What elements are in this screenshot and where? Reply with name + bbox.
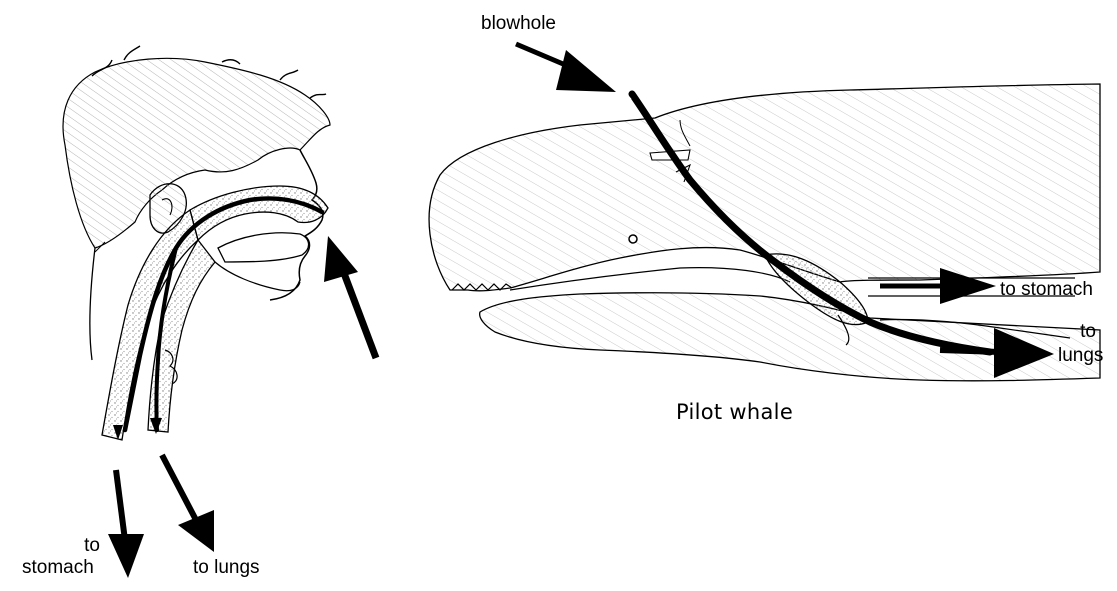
human-face-profile <box>270 150 323 300</box>
whale-stomach-label: to stomach <box>1000 280 1093 300</box>
human-mouth-cavity <box>218 233 309 262</box>
whale-lungs-label-line2: lungs <box>1058 346 1103 366</box>
human-inhale-arrow <box>324 236 376 358</box>
whale-title: Pilot whale <box>676 402 793 422</box>
blowhole-label: blowhole <box>481 14 556 34</box>
whale-lungs-label-line1: to <box>1056 322 1096 342</box>
human-head-drawing <box>63 46 330 440</box>
human-stomach-label-line2: stomach <box>22 558 94 578</box>
whale-eye <box>629 235 637 243</box>
human-lungs-arrow <box>162 455 214 552</box>
blowhole-arrow <box>516 44 616 92</box>
human-stomach-arrow <box>108 470 144 578</box>
human-lungs-label: to lungs <box>193 558 260 578</box>
human-stomach-label-line1: to <box>60 536 100 556</box>
whale-upper-head <box>429 84 1100 291</box>
